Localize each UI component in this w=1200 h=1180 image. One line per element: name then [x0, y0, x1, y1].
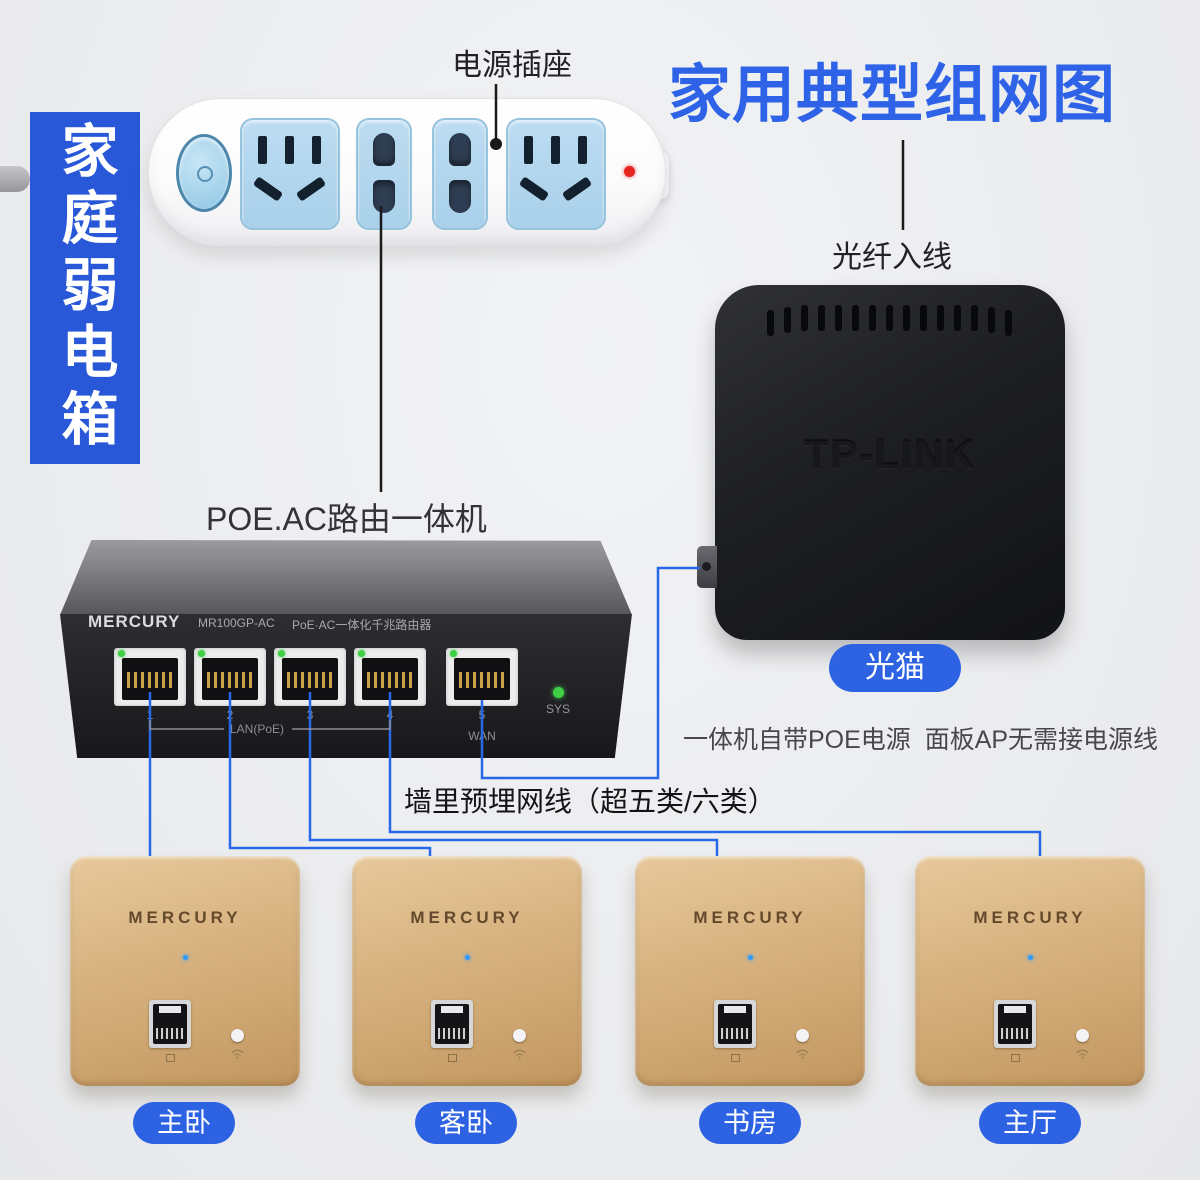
- modem-brand: TP-LINK: [804, 433, 976, 477]
- socket-five-hole-2: [506, 118, 606, 230]
- lan-port-2: [194, 648, 266, 706]
- panel-led-icon: [183, 955, 188, 960]
- port-led-icon: [450, 650, 457, 657]
- wifi-icon: [796, 1049, 809, 1059]
- rj45-jack: [362, 658, 418, 700]
- panel-reset-button: [796, 1029, 809, 1042]
- rj45-jack: [122, 658, 178, 700]
- banner-label: 家庭弱电箱: [53, 120, 117, 456]
- panel-rj45-port: [431, 1000, 473, 1048]
- panel-rj45-port: [994, 1000, 1036, 1048]
- router-brand: MERCURY: [88, 612, 181, 631]
- power-cord: [0, 166, 30, 192]
- socket-slot: [578, 136, 587, 164]
- room-pill-guest-bedroom: 客卧: [415, 1102, 517, 1144]
- panel-led-icon: [1028, 955, 1033, 960]
- wall-ap-panel-master-bedroom: MERCURY: [70, 856, 300, 1086]
- wifi-icon: [231, 1049, 244, 1059]
- socket-pin: [449, 133, 471, 166]
- power-socket-label: 电源插座: [452, 49, 572, 82]
- socket-slot: [561, 176, 593, 202]
- panel-brand: MERCURY: [410, 908, 524, 927]
- ethernet-icon: [448, 1054, 457, 1062]
- lan-poe-group-label: LAN(PoE): [229, 722, 285, 736]
- rj45-jack: [454, 658, 510, 700]
- port-led-icon: [118, 650, 125, 657]
- port-number: 5: [478, 708, 486, 722]
- modem-wan-connector: [697, 546, 717, 588]
- lan-port-3: [274, 648, 346, 706]
- modem-tag-pill: 光猫: [829, 644, 961, 692]
- socket-two-pin-1: [356, 118, 412, 230]
- wifi-icon: [513, 1049, 526, 1059]
- wan-port-5: [446, 648, 518, 706]
- socket-pin: [373, 133, 395, 166]
- panel-led-icon: [748, 955, 753, 960]
- lan-port-1: [114, 648, 186, 706]
- weak-current-box-banner: 家庭弱电箱: [30, 112, 140, 464]
- socket-slot: [524, 136, 533, 164]
- room-pill-study: 书房: [699, 1102, 801, 1144]
- socket-two-pin-2: [432, 118, 488, 230]
- rj45-jack: [202, 658, 258, 700]
- socket-pin: [373, 180, 395, 213]
- router-top-face: [60, 540, 632, 615]
- socket-slot: [285, 136, 294, 164]
- panel-reset-button: [513, 1029, 526, 1042]
- port-number: 2: [226, 708, 234, 722]
- sys-label: SYS: [545, 702, 571, 716]
- wifi-icon: [1076, 1049, 1089, 1059]
- room-pill-main-hall: 主厅: [979, 1102, 1081, 1144]
- cable-note: 墙里预埋网线（超五类/六类）: [404, 786, 776, 817]
- port-number: 1: [146, 708, 154, 722]
- router-model: MR100GP-AC: [198, 616, 275, 630]
- lan-port-4: [354, 648, 426, 706]
- port-led-icon: [278, 650, 285, 657]
- panel-reset-button: [231, 1029, 244, 1042]
- socket-five-hole-1: [240, 118, 340, 230]
- fiber-inlet-label: 光纤入线: [832, 241, 952, 274]
- room-pill-master-bedroom: 主卧: [133, 1102, 235, 1144]
- ethernet-icon: [166, 1054, 175, 1062]
- wall-ap-panel-guest-bedroom: MERCURY: [352, 856, 582, 1086]
- strip-indicator-red-dot-icon: [624, 166, 635, 177]
- socket-slot: [312, 136, 321, 164]
- port-number: 4: [386, 708, 394, 722]
- poe-note: 一体机自带POE电源 面板AP无需接电源线: [683, 726, 1159, 754]
- rj45-jack: [282, 658, 338, 700]
- port-number: 3: [306, 708, 314, 722]
- ethernet-icon: [1011, 1054, 1020, 1062]
- panel-brand: MERCURY: [128, 908, 242, 927]
- port-led-icon: [198, 650, 205, 657]
- panel-brand: MERCURY: [973, 908, 1087, 927]
- wall-ap-panel-study: MERCURY: [635, 856, 865, 1086]
- socket-slot: [551, 136, 560, 164]
- panel-rj45-port: [714, 1000, 756, 1048]
- panel-brand: MERCURY: [693, 908, 807, 927]
- router-description: PoE·AC一体化千兆路由器: [292, 618, 432, 632]
- socket-slot: [295, 176, 327, 202]
- wan-label: WAN: [468, 729, 496, 743]
- modem-vents: [767, 305, 1013, 336]
- page-title: 家用典型组网图: [668, 60, 1116, 130]
- socket-slot: [518, 176, 550, 202]
- socket-slot: [252, 176, 284, 202]
- panel-reset-button: [1076, 1029, 1089, 1042]
- wall-ap-panel-main-hall: MERCURY: [915, 856, 1145, 1086]
- port-led-icon: [358, 650, 365, 657]
- strip-power-button: [176, 134, 232, 212]
- power-icon: [197, 166, 213, 182]
- optical-modem: TP-LINK: [715, 285, 1065, 640]
- ethernet-icon: [731, 1054, 740, 1062]
- panel-led-icon: [465, 955, 470, 960]
- socket-slot: [258, 136, 267, 164]
- sys-led-icon: [553, 687, 564, 698]
- socket-pin: [449, 180, 471, 213]
- panel-rj45-port: [149, 1000, 191, 1048]
- router-label: POE.AC路由一体机: [206, 501, 487, 537]
